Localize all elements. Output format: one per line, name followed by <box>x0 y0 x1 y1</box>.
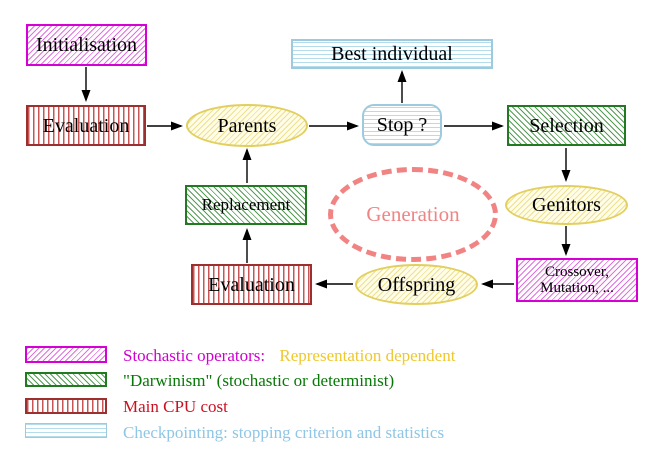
node-best-individual: Best individual <box>291 39 493 69</box>
legend-label-cpu-cost: Main CPU cost <box>123 397 228 416</box>
legend-swatch-checkpointing <box>25 423 107 438</box>
node-crossover-line2: Mutation, ... <box>540 280 614 296</box>
legend-swatch-darwinism <box>25 372 107 387</box>
node-parents: Parents <box>186 104 308 147</box>
node-genitors-label: Genitors <box>532 194 601 216</box>
legend-label-representation: Representation dependent <box>279 346 456 365</box>
node-generation: Generation <box>328 167 498 262</box>
legend-label-stochastic: Stochastic operators: Representation dep… <box>123 346 455 366</box>
node-initialisation-label: Initialisation <box>35 34 138 56</box>
node-genitors: Genitors <box>505 185 628 225</box>
node-selection-label: Selection <box>529 114 604 137</box>
node-generation-label: Generation <box>366 201 460 226</box>
node-selection: Selection <box>507 105 626 146</box>
legend-label-stochastic-main: Stochastic operators: <box>123 346 266 365</box>
node-evaluation-top-label: Evaluation <box>42 114 130 137</box>
node-best-individual-label: Best individual <box>331 43 453 65</box>
legend-label-checkpointing: Checkpointing: stopping criterion and st… <box>123 423 445 442</box>
node-evaluation-bottom-label: Evaluation <box>208 273 295 296</box>
legend-swatch-cpu-cost <box>25 398 107 414</box>
node-stop: Stop ? <box>362 104 442 146</box>
node-offspring-label: Offspring <box>377 273 456 296</box>
legend-label-darwinism: "Darwinism" (stochastic or determinist) <box>123 371 395 390</box>
node-evaluation-bottom: Evaluation <box>191 264 312 305</box>
node-stop-label: Stop ? <box>376 114 428 136</box>
node-crossover-line1: Crossover, <box>545 263 609 280</box>
node-parents-label: Parents <box>217 114 277 137</box>
node-crossover-mutation: Crossover, Mutation, ... <box>516 258 638 302</box>
node-offspring: Offspring <box>355 264 478 305</box>
node-initialisation: Initialisation <box>26 24 147 66</box>
node-replacement: Replacement <box>185 185 307 225</box>
node-replacement-label: Replacement <box>201 194 291 214</box>
legend-swatch-stochastic <box>25 346 107 363</box>
node-evaluation-top: Evaluation <box>26 105 146 146</box>
